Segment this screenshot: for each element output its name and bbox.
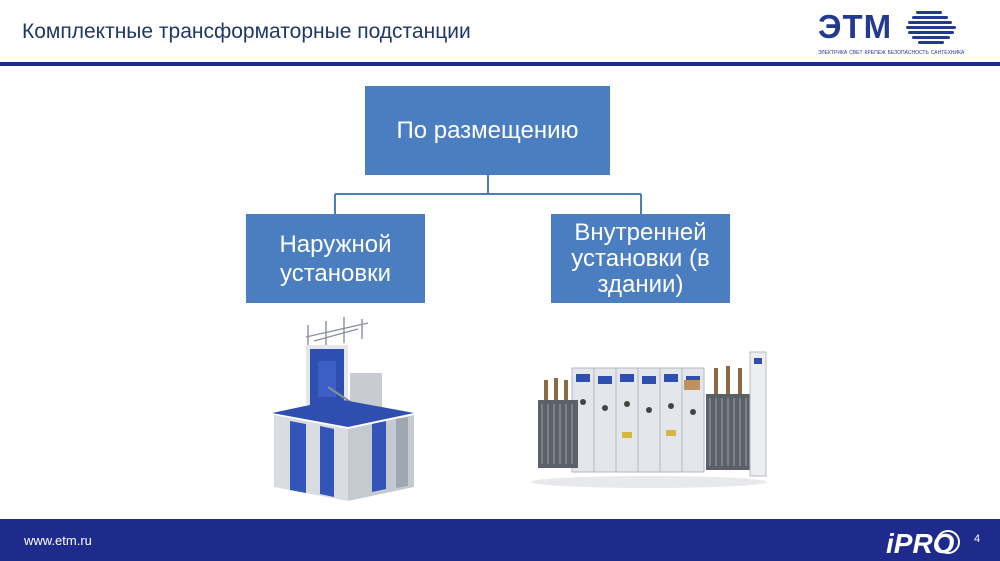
tagline-item: КРЕПЕЖ — [864, 50, 886, 56]
tagline-item: БЕЗОПАСНОСТЬ — [887, 50, 929, 56]
tagline-item: ЭЛЕКТРИКА — [818, 50, 848, 56]
tagline-item: САНТЕХНИКА — [930, 50, 965, 56]
logo-stripes-icon — [906, 11, 956, 44]
indoor-node: Внутренней установки (в здании) — [551, 214, 730, 303]
footer-url[interactable]: www.etm.ru — [24, 533, 92, 548]
logo-tagline: ЭЛЕКТРИКА СВЕТ КРЕПЕЖ БЕЗОПАСНОСТЬ САНТЕ… — [818, 48, 964, 58]
header-divider — [0, 62, 1000, 66]
page-title: Комплектные трансформаторные подстанции — [22, 20, 471, 43]
footer-bar: www.etm.ru 4 — [0, 519, 1000, 561]
root-node: По размещению — [365, 86, 610, 175]
ipro-logo: iPRO — [886, 528, 960, 559]
outdoor-substation-image — [272, 317, 414, 501]
indoor-substation-image — [531, 351, 767, 488]
logo-text: ЭТМ — [818, 8, 893, 45]
page-number: 4 — [974, 533, 981, 545]
etm-logo: ЭТМ ЭЛЕКТРИКА СВЕТ КРЕПЕЖ БЕЗОПАСНОСТЬ С… — [818, 8, 964, 58]
outdoor-node: Наружной установки — [246, 214, 425, 303]
tagline-item: СВЕТ — [849, 50, 863, 56]
